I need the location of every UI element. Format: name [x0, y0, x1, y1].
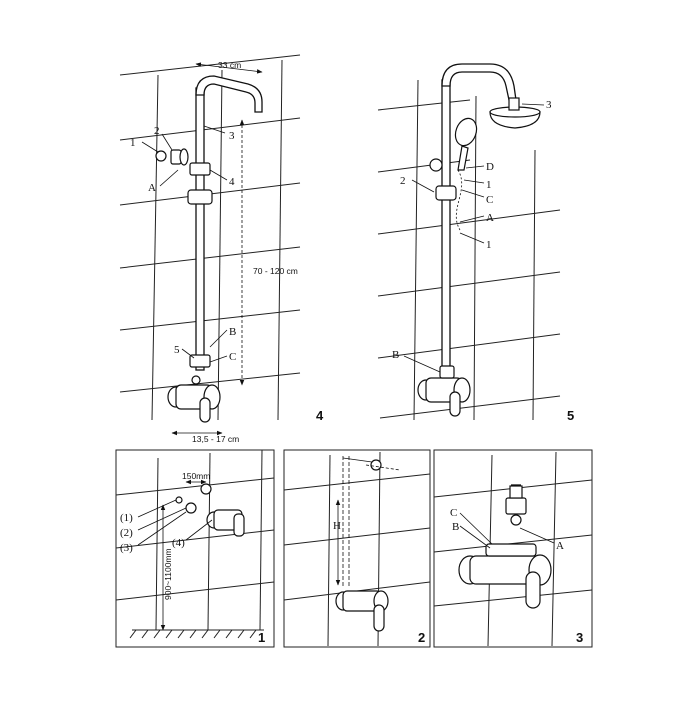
figure-5-label-d: D: [486, 161, 494, 173]
panel-3-label-b: B: [452, 521, 459, 533]
figure-4-label-4: 4: [229, 176, 235, 188]
figure-4-label-2: 2: [154, 125, 160, 137]
figure-5-label-a: A: [486, 212, 494, 224]
panel-2-fittings: [335, 456, 401, 632]
figure-5-label-1-bottom: 1: [486, 239, 492, 251]
panel-3: C B A 3: [433, 449, 593, 648]
figure-5-label-1-top: 1: [486, 179, 492, 191]
panel-2-label-h: H: [333, 520, 341, 532]
panel-3-leader-lines: [459, 512, 555, 549]
panel-2: H 2: [283, 449, 431, 648]
panel-1-spacing-dimension: 150mm: [182, 471, 210, 481]
panel-3-label-a: A: [556, 540, 564, 552]
figure-4-mixer: [167, 375, 221, 423]
panel-1-fittings: [160, 479, 245, 631]
figure-4-label-c: C: [229, 351, 236, 363]
figure-4-shower-column: [155, 75, 263, 371]
panel-1-label-1: (1): [120, 512, 133, 524]
figure-4-dimensions: 33 cm 70 - 120 cm 13,5 - 17 cm: [171, 60, 298, 444]
panel-1-number: 1: [258, 630, 265, 645]
figure-5-wall-tiles: [377, 79, 561, 421]
panel-1-wall-tiles: [115, 449, 275, 639]
figure-4-height-dimension: 70 - 120 cm: [253, 266, 298, 276]
panel-3-frame: [433, 449, 593, 648]
figure-4-label-b: B: [229, 326, 236, 338]
panel-1: 150mm 900~1100mm (1) (2) (3) (4) 1: [115, 449, 275, 648]
figure-4-leader-lines: [141, 125, 228, 363]
panel-1-leader-lines: [137, 499, 213, 546]
figure-5-label-b: B: [392, 349, 399, 361]
panel-1-label-3: (3): [120, 542, 133, 554]
figure-4-label-3: 3: [229, 130, 235, 142]
panel-1-frame: [115, 449, 275, 648]
figure-4-wall-tiles: [119, 54, 301, 421]
figure-4-offset-dimension: 13,5 - 17 cm: [192, 434, 239, 444]
figure-5-label-c: C: [486, 194, 493, 206]
figure-5-label-2: 2: [400, 175, 406, 187]
panel-1-label-2: (2): [120, 527, 133, 539]
panel-3-mixer: [458, 484, 552, 609]
panel-1-label-4: (4): [172, 537, 185, 549]
figure-5-label-3: 3: [546, 99, 552, 111]
figure-5: 3 D 2 1 C A 1 B 5: [377, 63, 574, 423]
figure-4-label-1: 1: [130, 137, 136, 149]
figure-5-mixer: [417, 365, 471, 417]
panel-2-wall-tiles: [283, 451, 431, 647]
figure-5-number: 5: [567, 408, 574, 423]
panel-2-number: 2: [418, 630, 425, 645]
figure-4-width-dimension: 33 cm: [218, 60, 241, 70]
figure-5-leader-lines: [403, 103, 545, 373]
panel-1-height-dimension: 900~1100mm: [163, 548, 173, 600]
figure-4: 33 cm 70 - 120 cm 13,5 - 17 cm 1 2 3 A 4…: [119, 54, 324, 444]
panel-3-number: 3: [576, 630, 583, 645]
panel-2-frame: [283, 449, 431, 648]
panel-3-label-c: C: [450, 507, 457, 519]
figure-4-number: 4: [316, 408, 324, 423]
figure-5-shower-column: [429, 63, 541, 371]
figure-4-label-a: A: [148, 182, 156, 194]
figure-4-label-5: 5: [174, 344, 180, 356]
